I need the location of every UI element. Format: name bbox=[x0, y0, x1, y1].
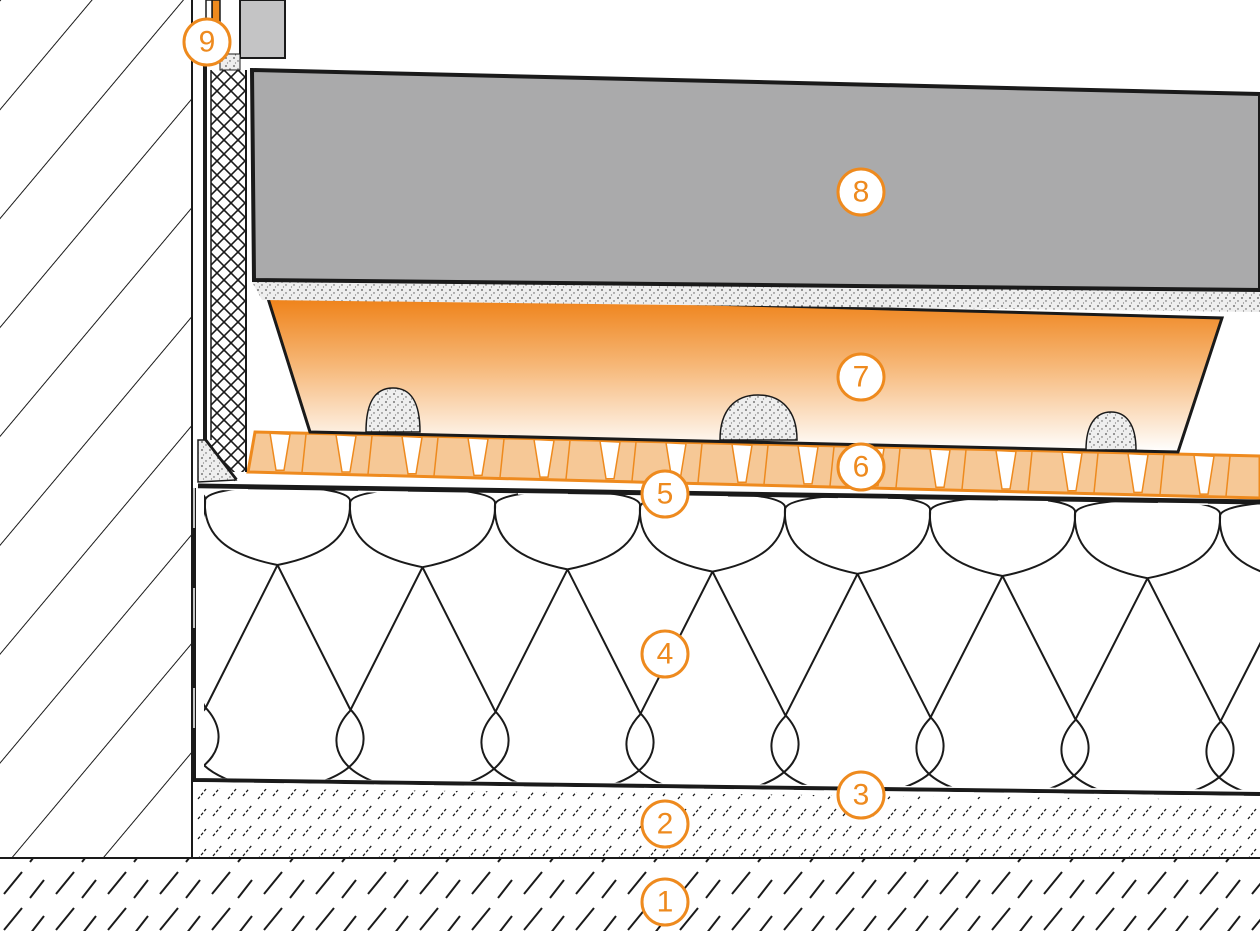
drainage-rib bbox=[433, 437, 439, 476]
drainage-rib bbox=[565, 440, 571, 480]
drainage-cell bbox=[731, 443, 753, 483]
circled-number-icon bbox=[836, 167, 886, 217]
label-3: 3 bbox=[836, 770, 886, 820]
stone-tile bbox=[249, 67, 1260, 293]
drainage-cell bbox=[467, 437, 489, 477]
label-9: 9 bbox=[182, 17, 232, 67]
circled-number-icon bbox=[836, 442, 886, 492]
mortar-dab bbox=[365, 387, 421, 433]
concrete-slab bbox=[0, 857, 1260, 931]
drainage-cell bbox=[1193, 454, 1215, 495]
insulation-loop bbox=[915, 496, 1090, 790]
mortar-bed bbox=[263, 290, 1225, 454]
insulation-loop bbox=[335, 488, 510, 790]
insulation-loop bbox=[770, 494, 945, 790]
mortar-dab bbox=[719, 394, 798, 441]
label-4: 4 bbox=[640, 629, 690, 679]
upper-membrane bbox=[197, 483, 1260, 506]
label-3-text: 3 bbox=[853, 779, 870, 812]
insulation-loop bbox=[204, 488, 220, 790]
label-6: 6 bbox=[836, 442, 886, 492]
thermal-insulation bbox=[204, 488, 1260, 790]
circled-number-icon bbox=[640, 799, 690, 849]
mortar-dab bbox=[1085, 411, 1137, 451]
masonry-wall bbox=[0, 0, 193, 858]
insulation-loop bbox=[1060, 498, 1235, 790]
drainage-rib bbox=[499, 438, 505, 478]
circled-number-icon bbox=[182, 17, 232, 67]
circled-number-icon bbox=[640, 629, 690, 679]
circled-number-icon bbox=[836, 770, 886, 820]
drainage-rib bbox=[763, 445, 769, 485]
label-8-text: 8 bbox=[853, 176, 870, 209]
drainage-rib bbox=[961, 449, 967, 490]
drainage-cell bbox=[1127, 452, 1149, 494]
edge-insulation-strip bbox=[197, 60, 247, 483]
drainage-rib bbox=[1159, 454, 1165, 495]
label-4-text: 4 bbox=[657, 638, 674, 671]
drainage-rib bbox=[1027, 451, 1033, 492]
circled-number-icon bbox=[640, 469, 690, 519]
drainage-rib bbox=[367, 435, 373, 475]
drainage-cell bbox=[995, 449, 1017, 490]
levelling-layer bbox=[194, 788, 1260, 858]
drainage-cell bbox=[929, 448, 951, 489]
drainage-rib bbox=[301, 434, 307, 473]
label-5: 5 bbox=[640, 469, 690, 519]
label-2: 2 bbox=[640, 799, 690, 849]
drainage-rib bbox=[697, 443, 703, 483]
drainage-cell bbox=[797, 445, 819, 485]
insulation-loop bbox=[480, 489, 655, 790]
label-6-text: 6 bbox=[853, 451, 870, 484]
label-9-text: 9 bbox=[199, 26, 216, 59]
drainage-rib bbox=[631, 442, 637, 481]
insulation-loop bbox=[204, 488, 365, 790]
drainage-rib bbox=[829, 446, 835, 486]
drainage-cell bbox=[269, 432, 291, 472]
label-1-text: 1 bbox=[657, 886, 674, 919]
circled-number-icon bbox=[640, 877, 690, 927]
label-5-text: 5 bbox=[657, 478, 674, 511]
drainage-cell bbox=[1061, 451, 1083, 492]
drainage-cell bbox=[599, 440, 621, 480]
drainage-cell bbox=[533, 438, 555, 478]
drainage-mat bbox=[246, 430, 1260, 500]
drainage-rib bbox=[895, 448, 901, 488]
label-8: 8 bbox=[836, 167, 886, 217]
label-7: 7 bbox=[836, 352, 886, 402]
insulation-loop bbox=[625, 492, 800, 790]
label-1: 1 bbox=[640, 877, 690, 927]
drainage-rib bbox=[1093, 453, 1099, 493]
circled-number-icon bbox=[836, 352, 886, 402]
label-7-text: 7 bbox=[853, 361, 870, 394]
drainage-cell bbox=[335, 434, 357, 473]
label-2-text: 2 bbox=[657, 808, 674, 841]
drainage-cell bbox=[401, 435, 423, 475]
lower-membrane bbox=[192, 488, 1260, 798]
drainage-rib bbox=[1225, 456, 1231, 497]
